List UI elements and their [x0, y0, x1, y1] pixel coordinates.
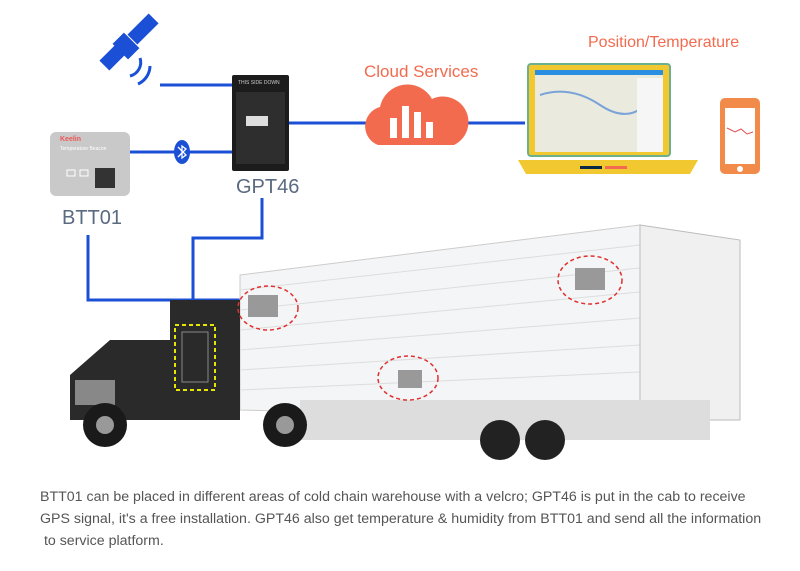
btt01-beacon	[50, 132, 130, 196]
caption-line: to service platform.	[40, 533, 164, 549]
caption: BTT01 can be placed in different areas o…	[40, 486, 800, 552]
phone-icon	[720, 98, 760, 174]
gpt46-device	[232, 75, 289, 171]
truck-illustration	[70, 224, 741, 460]
beacon-subtitle: Temperature Beacon	[60, 146, 107, 152]
btt01-label: BTT01	[62, 207, 123, 229]
gpt46-label: GPT46	[236, 176, 300, 198]
caption-line: GPS signal, it's a free installation. GP…	[40, 511, 762, 527]
satellite-icon	[99, 13, 159, 86]
cloud-services-icon	[365, 84, 469, 145]
laptop-icon	[518, 63, 698, 174]
bluetooth-icon	[174, 140, 190, 164]
position-temperature-label: Position/Temperature	[588, 34, 740, 51]
beacon-brand: Keelin	[60, 136, 82, 143]
diagram	[50, 13, 760, 460]
caption-line: BTT01 can be placed in different areas o…	[40, 489, 746, 505]
device-marking: THIS SIDE DOWN	[238, 80, 280, 86]
cloud-services-label: Cloud Services	[364, 62, 479, 81]
